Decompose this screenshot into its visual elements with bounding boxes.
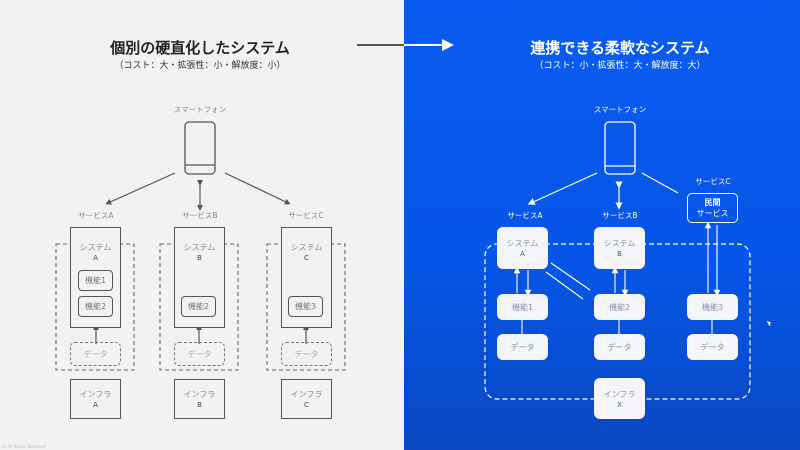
infra-id: A bbox=[93, 401, 98, 409]
right-panel bbox=[404, 0, 800, 450]
left-function-3: 機能3 bbox=[288, 296, 323, 317]
left-infra-a: インフラ A bbox=[70, 379, 121, 419]
right-system-b: システム B bbox=[594, 227, 645, 269]
service-label: サービス bbox=[696, 209, 729, 218]
right-title: 連携できる柔軟なシステム bbox=[530, 39, 710, 57]
private-service-box: 民間 サービス bbox=[687, 193, 738, 223]
left-infra-c: インフラ C bbox=[281, 379, 332, 419]
system-label: システム bbox=[183, 243, 216, 252]
left-function-2b: 機能2 bbox=[181, 296, 216, 317]
left-function-1: 機能1 bbox=[78, 270, 113, 291]
right-system-a: システム A bbox=[497, 227, 548, 269]
left-service-c-label: サービスC bbox=[288, 211, 324, 220]
left-function-2a: 機能2 bbox=[78, 296, 113, 317]
right-service-b-label: サービスB bbox=[602, 211, 638, 220]
left-smartphone-icon bbox=[184, 121, 216, 175]
right-smartphone-label: スマートフォン bbox=[593, 105, 647, 114]
system-label: システム bbox=[290, 243, 323, 252]
right-service-a-label: サービスA bbox=[507, 211, 543, 220]
left-subtitle: （コスト：大・拡張性：小・解放度：小） bbox=[114, 61, 286, 71]
left-title: 個別の硬直化したシステム bbox=[110, 39, 290, 57]
infra-id: C bbox=[304, 401, 309, 409]
right-function-2: 機能2 bbox=[594, 294, 645, 320]
left-smartphone-label: スマートフォン bbox=[173, 105, 227, 114]
system-label: システム bbox=[603, 239, 636, 248]
infra-label: インフラ bbox=[183, 390, 216, 399]
right-subtitle: （コスト：小・拡張性：大・解放度：大） bbox=[534, 61, 706, 71]
infra-label: インフラ bbox=[290, 390, 323, 399]
right-smartphone-icon bbox=[604, 121, 636, 175]
right-service-c-label: サービスC bbox=[695, 177, 731, 186]
infra-id: B bbox=[197, 401, 202, 409]
infra-label: インフラ bbox=[603, 389, 636, 399]
infra-label: インフラ bbox=[79, 390, 112, 399]
right-function-3: 機能3 bbox=[687, 294, 738, 320]
left-service-b-label: サービスB bbox=[182, 211, 218, 220]
infra-id: X bbox=[617, 400, 622, 409]
system-id: A bbox=[93, 254, 98, 262]
copyright: © All Rights Reserved bbox=[2, 444, 47, 449]
private-label: 民間 bbox=[704, 198, 721, 207]
right-data-2: データ bbox=[594, 334, 645, 360]
left-data-a: データ bbox=[70, 342, 121, 366]
left-data-c: データ bbox=[281, 342, 332, 366]
right-infra-x: インフラ X bbox=[594, 378, 645, 419]
system-id: B bbox=[197, 254, 202, 262]
left-service-a-label: サービスA bbox=[78, 211, 114, 220]
system-id: A bbox=[520, 250, 525, 258]
system-id: C bbox=[304, 254, 309, 262]
right-data-1: データ bbox=[497, 334, 548, 360]
right-data-3: データ bbox=[687, 334, 738, 360]
system-id: B bbox=[617, 250, 622, 258]
left-infra-b: インフラ B bbox=[174, 379, 225, 419]
system-label: システム bbox=[506, 239, 539, 248]
system-label: システム bbox=[79, 243, 112, 252]
right-function-1: 機能1 bbox=[497, 294, 548, 320]
left-data-b: データ bbox=[174, 342, 225, 366]
left-panel bbox=[0, 0, 404, 450]
